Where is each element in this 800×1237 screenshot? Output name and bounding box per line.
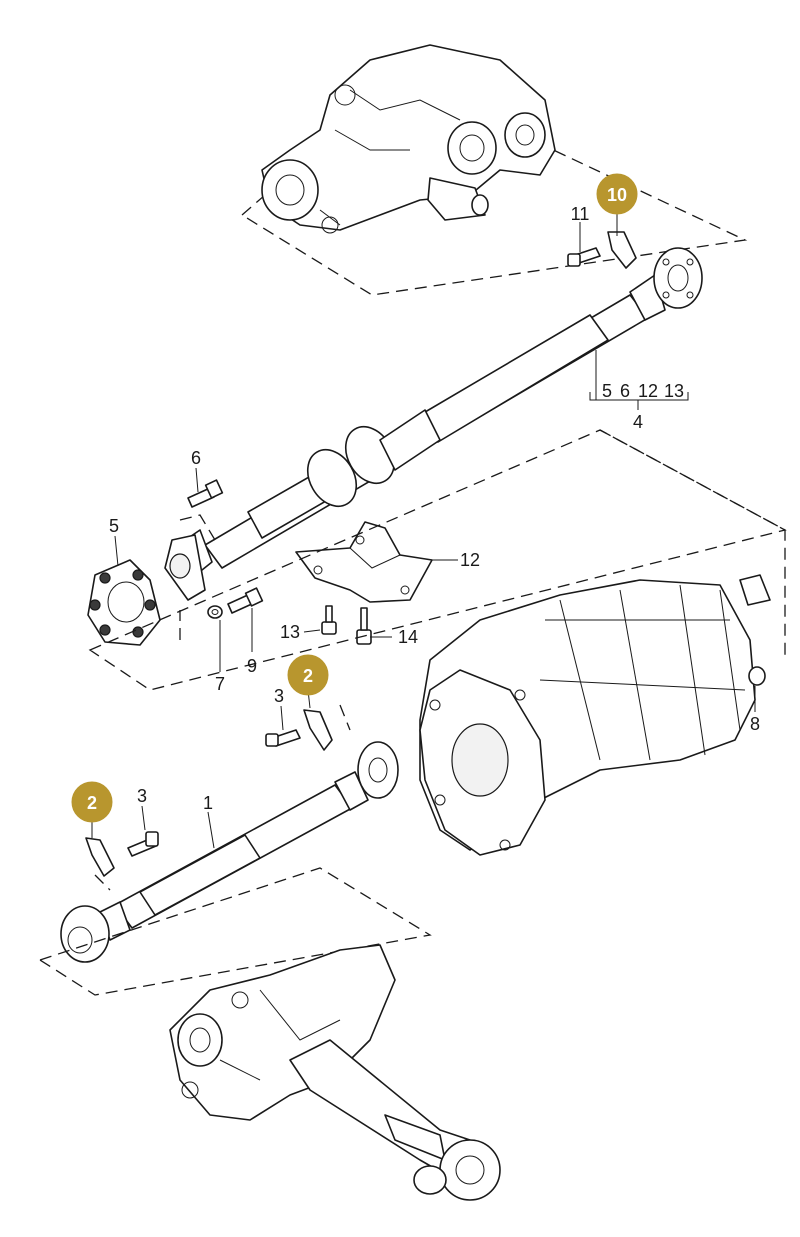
badge-2-upper[interactable]: 2 — [287, 654, 329, 696]
badge-10-label: 10 — [607, 185, 627, 205]
badge-2-upper-label: 2 — [303, 666, 313, 686]
callout-labels: 11 6 5 12 13 14 7 9 8 3 3 1 4 5 6 12 13 — [109, 204, 760, 813]
front-propshaft — [60, 704, 399, 963]
badge-2-lower-circle — [71, 781, 113, 823]
badge-10[interactable]: 10 — [596, 173, 638, 215]
badge-2-lower-label: 2 — [87, 793, 97, 813]
front-differential — [38, 867, 501, 1201]
label-4: 4 — [633, 412, 643, 432]
badge-10-circle — [596, 173, 638, 215]
input-shaft-opening — [451, 723, 509, 797]
label-9: 9 — [247, 656, 257, 676]
label-1: 1 — [203, 793, 213, 813]
rear-shaft-flange — [653, 247, 703, 309]
badge-2-upper-circle — [287, 654, 329, 696]
front-shaft-rear-flange — [357, 741, 399, 799]
nut-8 — [748, 666, 766, 686]
label-11: 11 — [571, 204, 590, 224]
transmission — [419, 574, 771, 856]
badge-2-lower[interactable]: 2 — [71, 781, 113, 823]
label-13: 13 — [280, 622, 300, 642]
rear-propshaft-assembly — [164, 247, 703, 601]
front-axle-flange — [439, 1139, 501, 1201]
front-diff-dashed-outline — [38, 867, 432, 996]
group-4-item-4: 13 — [664, 381, 684, 401]
group-4-item-3: 12 — [638, 381, 658, 401]
label-3-lower: 3 — [137, 786, 147, 806]
label-6: 6 — [191, 448, 201, 468]
center-bearing-bracket — [295, 521, 433, 603]
group-4-item-2: 6 — [620, 381, 630, 401]
label-5: 5 — [109, 516, 119, 536]
label-3-upper: 3 — [274, 686, 284, 706]
rear-diff-left-flange — [261, 159, 319, 221]
label-8: 8 — [750, 714, 760, 734]
rear-diff-right-flange — [447, 121, 497, 175]
front-shaft-front-flange — [60, 905, 110, 963]
label-14: 14 — [398, 627, 418, 647]
label-12: 12 — [460, 550, 480, 570]
label-7: 7 — [215, 674, 225, 694]
flex-disc — [87, 559, 161, 646]
bolts-upper — [187, 231, 637, 645]
group-4-item-1: 5 — [602, 381, 612, 401]
rear-differential — [240, 44, 748, 296]
rear-diff-actuator — [427, 177, 486, 221]
